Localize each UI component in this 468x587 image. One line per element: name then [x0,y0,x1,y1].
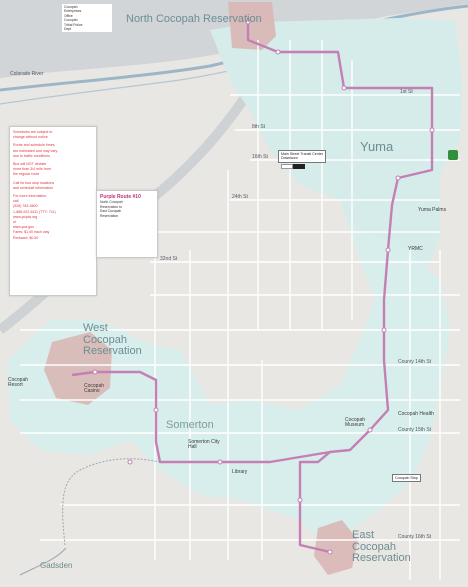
landmark-casino[interactable]: Cocopah Casino [84,383,105,395]
west-reservation-label: West Cocopah Reservation [83,322,142,358]
landmark-health[interactable]: Cocopah Health [398,411,434,417]
east-reservation-label: East Cocopah Reservation [352,529,411,565]
city-somerton-label: Somerton [166,419,214,431]
route-chip [293,164,305,169]
interstate-shield-icon [448,150,458,160]
corner-info-box: Cocopah Enterprises Office Cocopah Triba… [62,4,112,33]
river-label: Colorado River [10,71,44,77]
west-reservation-area [44,332,112,405]
route-title: Purple Route #10 [100,194,141,200]
street-label: County 16th St [398,534,432,540]
landmark-city-hall[interactable]: Somerton City Hall [188,439,220,451]
gadsden-connector-line [19,547,67,576]
street-label: 16th St [252,154,268,160]
landmark-museum[interactable]: Cocopah Museum [345,417,366,429]
north-reservation-label: North Cocopah Reservation [126,13,262,25]
notice-panel: Schedules are subject to change without … [9,126,97,296]
landmark-mall[interactable]: Yuma Palms [418,207,447,213]
street-label: 32nd St [160,256,178,262]
alternate-route-line [62,458,161,546]
east-stop-tag[interactable]: Cocopah Stop [392,474,421,483]
city-gadsden-label: Gadsden [40,561,73,570]
transit-center-tag[interactable]: Main Street Transit Center Downtown [278,150,326,163]
street-label: 8th St [252,124,266,130]
route-stops [92,19,435,555]
city-yuma-label: Yuma [360,139,394,154]
route-chip [281,164,293,169]
street-label: County 15th St [398,427,432,433]
street-label: 24th St [232,194,248,200]
landmark-resort[interactable]: Cocopah Resort [8,377,29,389]
street-label: County 14th St [398,359,432,365]
north-reservation-area [228,2,276,50]
east-reservation-area [314,520,358,575]
landmark-library[interactable]: Library [232,469,248,475]
somerton-developed-area [8,230,450,540]
yuma-developed-area [210,18,462,270]
purple-route-line [246,18,434,554]
landmark-hospital[interactable]: YRMC [408,246,423,252]
purple-route-west-line [71,370,331,464]
street-label: 1st St [400,89,413,95]
route-info-panel: Purple Route #10 North Cocopah Reservati… [96,190,158,258]
